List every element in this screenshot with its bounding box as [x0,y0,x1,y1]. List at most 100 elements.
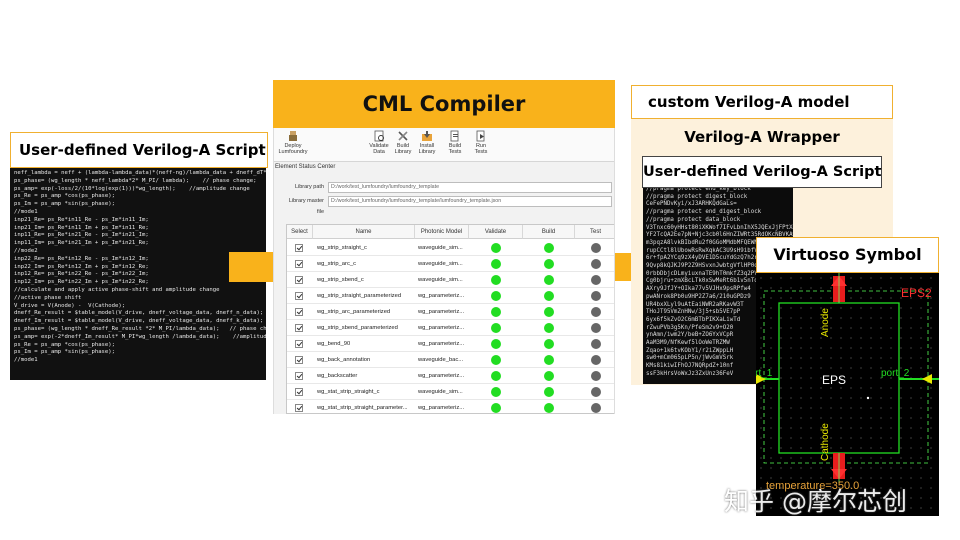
encrypted-line: sw0+mCm065pLP5n/jWvGmVSrk [646,355,734,362]
select-checkbox[interactable] [295,308,303,316]
element-name: wg_strip_sbend_c [317,277,364,283]
anode-pin[interactable] [831,273,847,303]
encrypted-line: //pragma protect digest_block [646,193,748,200]
col-select[interactable]: Select [287,225,313,239]
code-line: dneff_Im_result = $table_model(V_drive, … [14,318,264,325]
code-line: inp22_Re= ps_Re*in12_Re - ps_Im*in12_Im; [14,255,149,262]
encrypted-line: 6yx6f5kZvO2C6mBTbPIKXaLiwTd [646,316,741,323]
element-name: wg_bend_90 [317,341,351,347]
test-status-dot [591,243,601,253]
code-line: ps_amp= exp(-loss/2/(10*log(exp(1)))*wg_… [14,185,250,192]
code-line: //calculate and apply active phase-shift… [14,286,220,293]
code-line: ps_phase= (wg_length * neff_lambda*2* M_… [14,177,257,184]
encrypted-line: AaM3M9/NfKewf5lOoWeTRZMW [646,340,730,347]
select-checkbox[interactable] [295,388,303,396]
port-2-pin[interactable] [899,374,939,384]
photonic-model: waveguide_sim... [418,389,463,395]
watermark: 知乎 @摩尔芯创 [724,487,907,516]
port-1-label: port_1 [756,368,773,379]
code-line: inp21_Re= ps_Re*in11_Re - ps_Im*in11_Im; [14,216,149,223]
encrypted-line: m3pqzA8lvkBIbdRu2f0GGoMMdbMFQEWNzrnUyQvX… [646,239,793,246]
photonic-model: wg_parameteriz... [418,325,465,331]
build-status-dot [544,275,554,285]
select-checkbox[interactable] [295,244,303,252]
deploy-lumfoundry-button[interactable]: Deploy Lumfoundry [278,130,308,155]
encrypted-line: //pragma protect data_block [646,216,741,223]
validate-status-dot [491,291,501,301]
temperature-label: temperature=350.0 [766,480,859,492]
code-line: ps_phase= (wg_length * dneff_Re_result *… [14,325,266,332]
library-path-field[interactable]: D:/work/test_lumfoundry/lumfoundry_templ… [328,182,612,193]
table-row[interactable]: wg_strip_straight_parameterized wg_parame… [287,288,614,304]
code-line: //mode1 [14,357,38,364]
install-library-button[interactable]: Install Library [412,130,442,155]
select-checkbox[interactable] [295,372,303,380]
deploy-icon [289,131,297,141]
build-status-dot [544,387,554,397]
validate-data-button[interactable]: Validate Data [364,130,394,155]
code-line: inp21_Im= ps_Re*in11_Im + ps_Im*in11_Re; [14,224,149,231]
element-status-center-label: Element Status Center [275,164,336,170]
col-validate[interactable]: Validate [469,225,523,239]
build-tests-button[interactable]: Build Tests [440,130,470,155]
wrapper-label: Verilog-A Wrapper [684,128,840,146]
col-name[interactable]: Name [313,225,415,239]
validate-icon [374,130,384,142]
element-name: wg_backscatter [317,373,358,379]
select-checkbox[interactable] [295,340,303,348]
build-status-dot [544,243,554,253]
element-name: wg_strip_straight_parameterized [317,293,402,299]
port-1-pin[interactable] [756,374,779,384]
col-photonic-model[interactable]: Photonic Model [415,225,469,239]
element-name: wg_stat_strip_straight_parameter... [317,405,408,411]
build-library-button[interactable]: Build Library [388,130,418,155]
encrypted-line: KMs81kiwIFhOJ7NQRpdZ+10nf [646,363,734,370]
left-code-panel: neff_lambda = neff + (lambda-lambda_data… [10,168,266,380]
build-status-dot [544,323,554,333]
port-2-label: port_2 [881,368,910,379]
encrypted-line: ssF3kHrsVoWxJz3ZxUnz36FeV [646,370,734,377]
code-line: inp12_Im= ps_Re*in22_Im + ps_Im*in22_Re; [14,279,149,286]
encrypted-line: rupCCtl8lUbowRsRwXqkAC3U9sH9ibfVeeTalH4/… [646,247,793,254]
code-line: inp22_Im= ps_Re*in12_Im + ps_Im*in12_Re; [14,263,149,270]
cathode-pin[interactable] [831,453,847,483]
left-panel-title: User-defined Verilog-A Script [10,132,268,168]
photonic-model: waveguide_sim... [418,245,463,251]
col-build[interactable]: Build [523,225,575,239]
select-checkbox[interactable] [295,260,303,268]
library-master-field[interactable]: D:/work/test_lumfoundry/lumfoundry_templ… [328,196,612,207]
code-line: ps_amp= exp(-2*dneff_Im_result* M_PI*wg_… [14,333,266,340]
validate-status-dot [491,323,501,333]
select-checkbox[interactable] [295,324,303,332]
code-line: //active phase shift [14,294,82,301]
select-checkbox[interactable] [295,356,303,364]
table-row[interactable]: wg_stat_strip_straight_parameter...wg_pa… [287,400,614,413]
run-tests-button[interactable]: Run Tests [466,130,496,155]
validate-status-dot [491,387,501,397]
cathode-label: Cathode [820,423,831,461]
validate-status-dot [491,259,501,269]
toolbar: Deploy Lumfoundry Validate Data Build Li… [274,128,614,162]
code-line: V_drive = V(Anode) - V(Cathode); [14,302,126,309]
custom-model-title: custom Verilog-A model [631,85,893,119]
col-test[interactable]: Test [575,225,614,239]
select-checkbox[interactable] [295,276,303,284]
photonic-model: wg_parameteriz... [418,293,465,299]
photonic-model: waveguide_sim... [418,261,463,267]
encrypted-line: AXry9JfJY+OIka77v5VJHx9psRPfw4 [646,286,751,293]
select-checkbox[interactable] [295,292,303,300]
select-checkbox[interactable] [295,404,303,412]
cell-name: EPS [822,373,846,387]
code-line: neff_lambda = neff + (lambda-lambda_data… [14,170,266,176]
validate-status-dot [491,275,501,285]
build-status-dot [544,371,554,381]
